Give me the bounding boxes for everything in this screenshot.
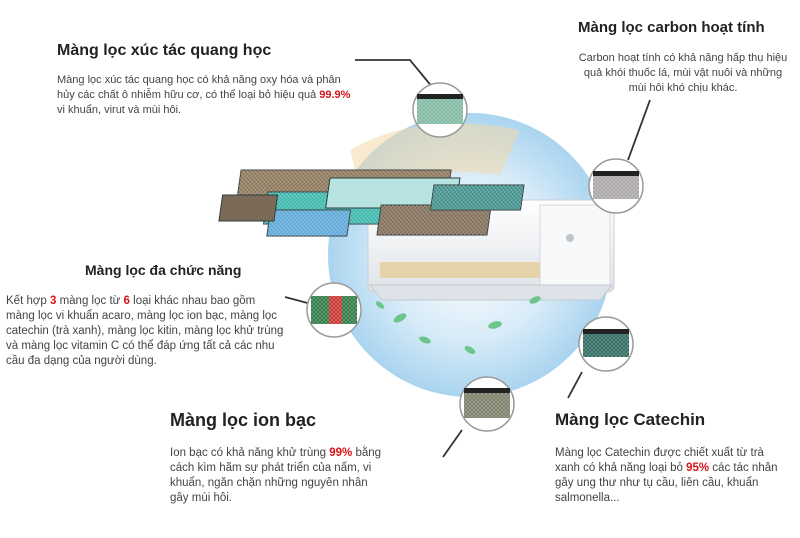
silver-ion-percent: 99% bbox=[329, 447, 353, 459]
filter-zoom-catechin bbox=[578, 316, 634, 372]
catechin-description: Màng lọc Catechin được chiết xuất từ trà… bbox=[555, 447, 778, 504]
filter-zoom-carbon bbox=[588, 158, 644, 214]
multifunction-title: Màng lọc đa chức năng bbox=[85, 262, 242, 278]
silver-ion-title: Màng lọc ion bạc bbox=[170, 410, 317, 430]
photocatalytic-percent: 99.9% bbox=[319, 89, 351, 101]
silver-ion-description: Ion bạc có khả năng khử trùng 99% bằng c… bbox=[170, 447, 382, 504]
carbon-title: Màng lọc carbon hoạt tính bbox=[578, 19, 765, 36]
photocatalytic-title: Màng lọc xúc tác quang học bbox=[57, 42, 272, 59]
filter-zoom-silver-ion bbox=[459, 376, 515, 432]
leaves-decoration bbox=[375, 296, 541, 354]
photocatalytic-description: Màng lọc xúc tác quang học có khả năng o… bbox=[57, 74, 351, 116]
carbon-description: Carbon hoạt tính có khả năng hấp thụ hiệ… bbox=[578, 52, 788, 94]
air-conditioner-unit bbox=[367, 199, 615, 301]
filter-zoom-photocatalytic bbox=[412, 82, 468, 138]
filter-stack bbox=[218, 169, 525, 237]
catechin-percent: 95% bbox=[686, 462, 710, 474]
catechin-title: Màng lọc Catechin bbox=[555, 410, 706, 429]
multifunction-description: Kết hợp 3 màng lọc từ 6 loại khác nhau b… bbox=[6, 295, 284, 367]
filter-zoom-multifunction bbox=[306, 282, 362, 338]
